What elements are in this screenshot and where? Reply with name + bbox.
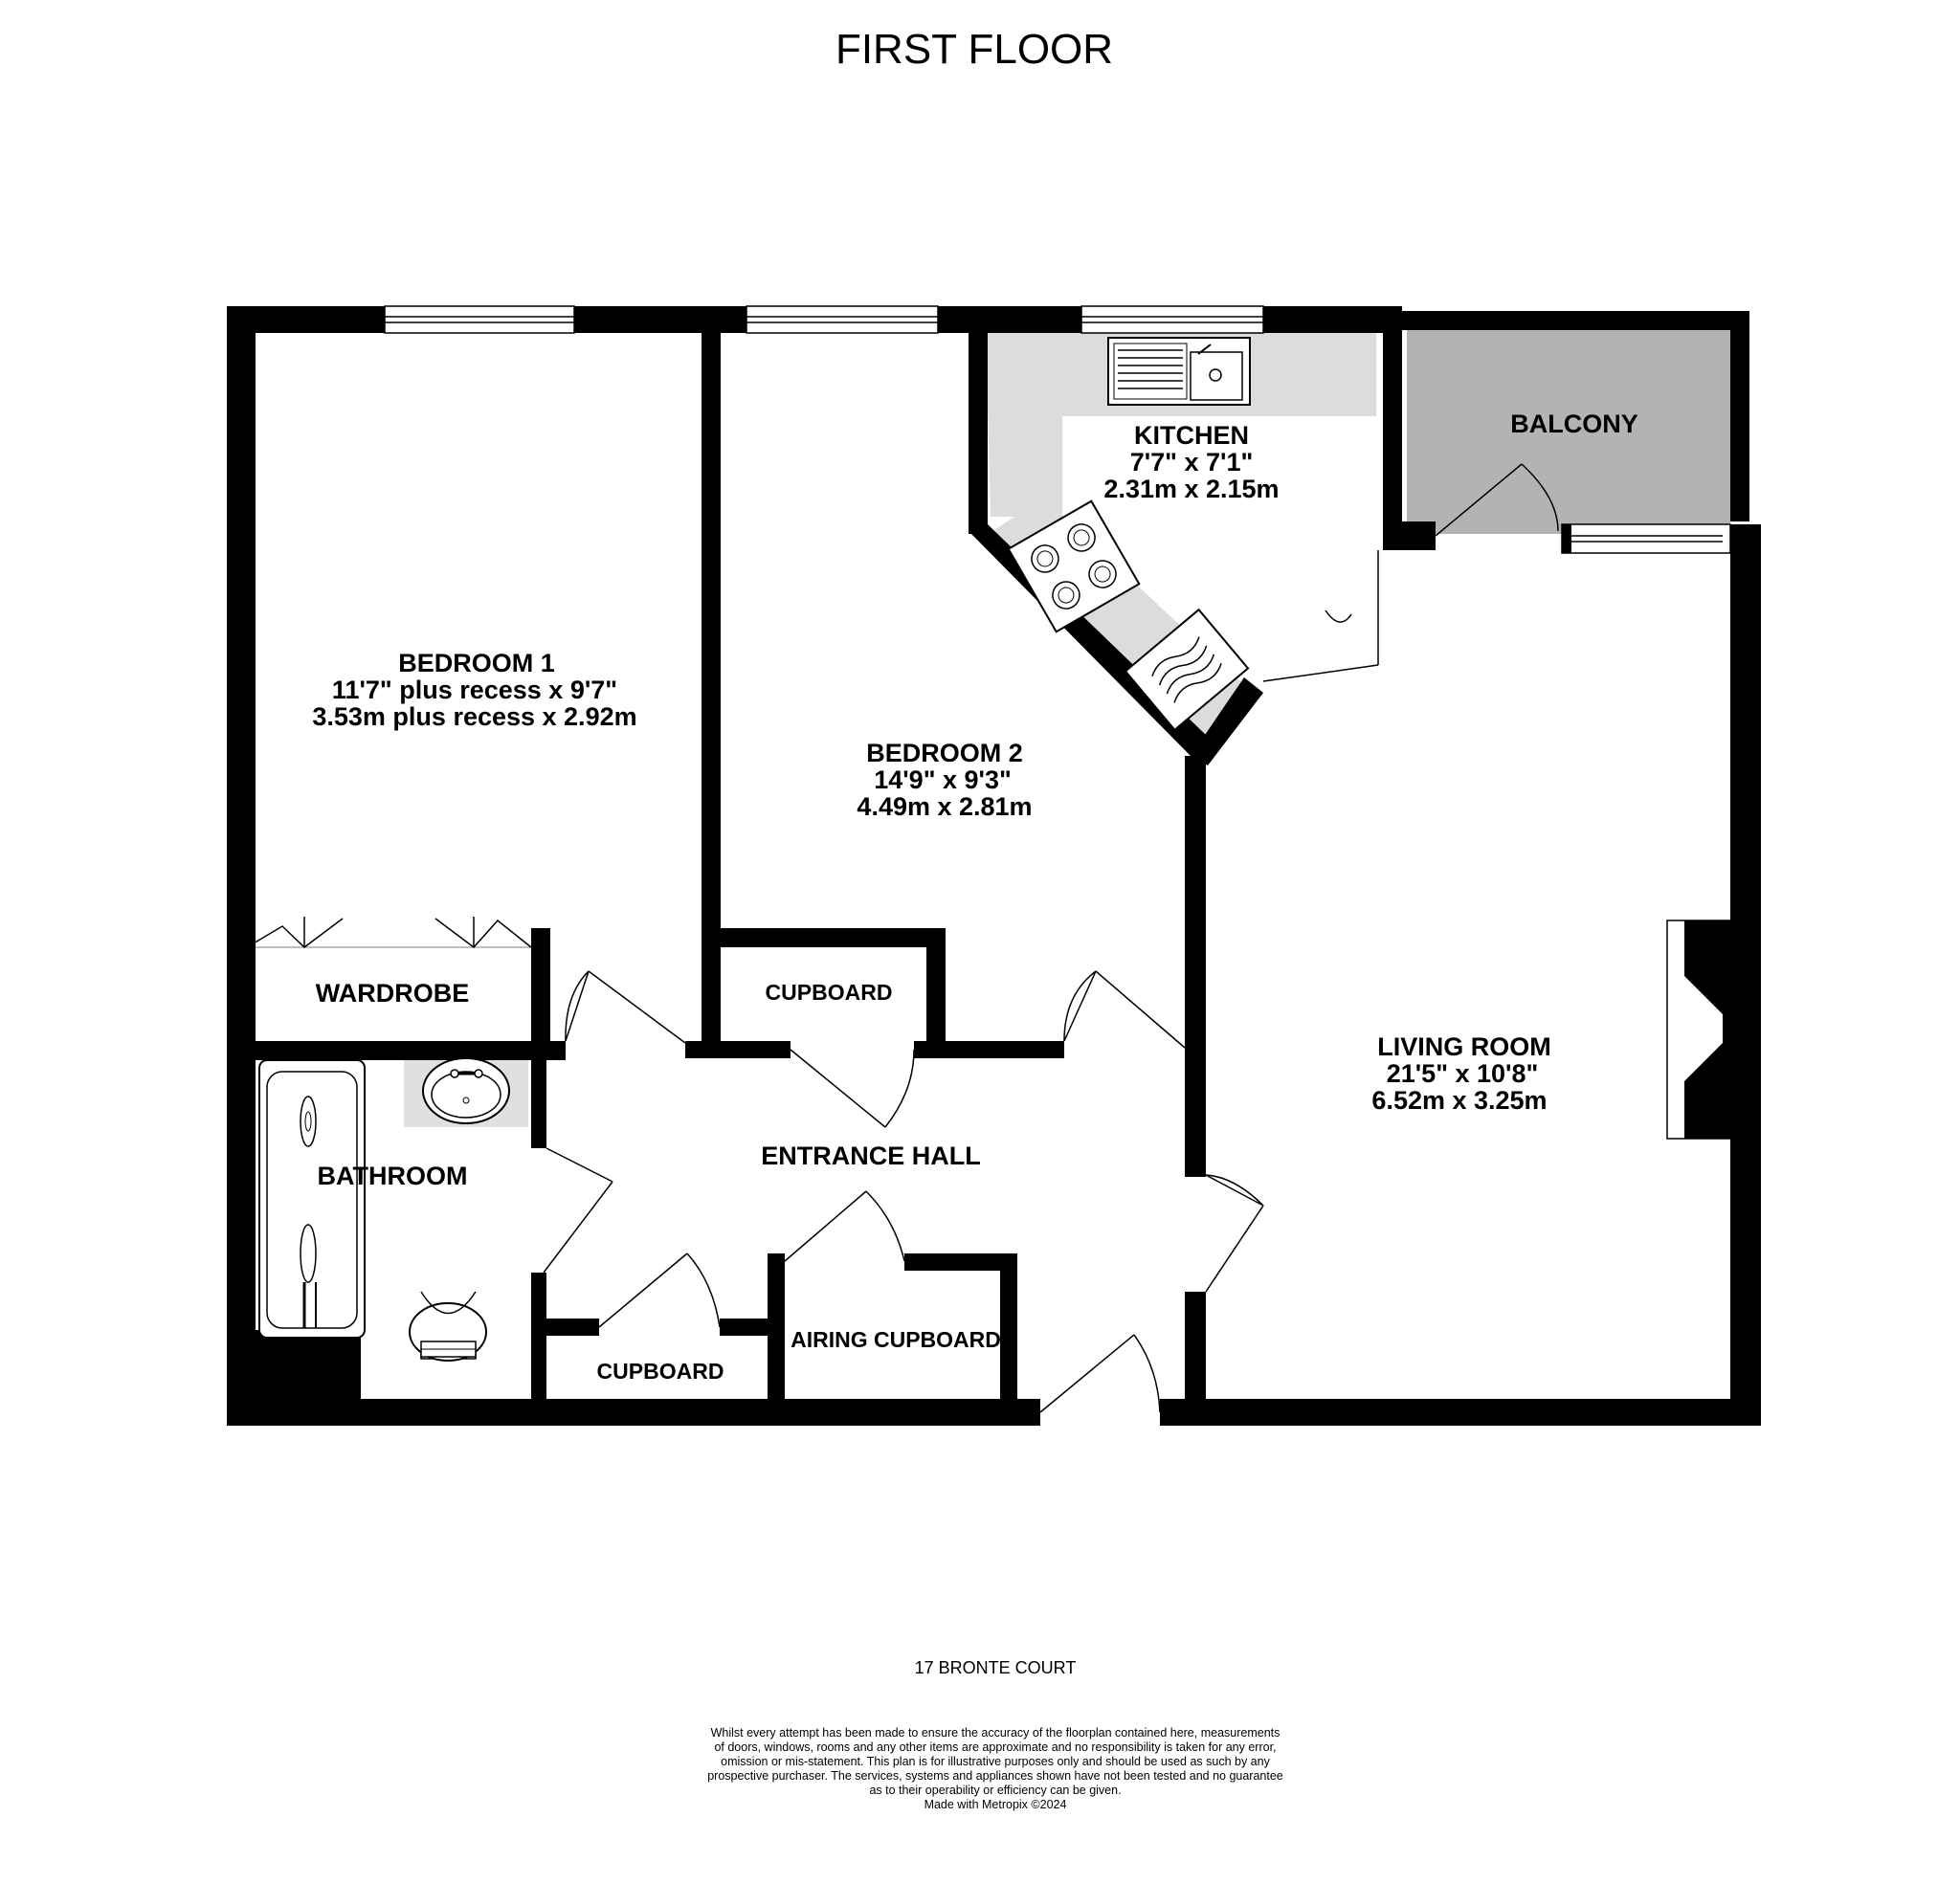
windows xyxy=(384,305,1731,554)
disclaimer-credit: Made with Metropix ©2024 xyxy=(924,1798,1067,1811)
hob-icon xyxy=(1007,499,1141,633)
window-kitchen xyxy=(1080,305,1264,334)
disclaimer-line: prospective purchaser. The services, sys… xyxy=(707,1769,1283,1783)
room-name-wardrobe: WARDROBE xyxy=(316,979,470,1008)
room-dim-metric-bedroom1: 3.53m plus recess x 2.92m xyxy=(312,702,636,731)
room-name-entrance-hall: ENTRANCE HALL xyxy=(761,1141,981,1170)
room-dim-metric-living-room: 6.52m x 3.25m xyxy=(1371,1086,1547,1115)
toilet-icon xyxy=(409,1291,487,1362)
room-labels: BEDROOM 1 11'7" plus recess x 9'7" 3.53m… xyxy=(312,410,1637,1384)
room-dim-imperial-bedroom1: 11'7" plus recess x 9'7" xyxy=(332,676,617,704)
room-name-balcony: BALCONY xyxy=(1510,410,1638,438)
window-living-room xyxy=(1561,523,1731,554)
balcony-floor xyxy=(1407,330,1730,534)
wardrobe-doors xyxy=(246,917,532,949)
disclaimer-line: omission or mis-statement. This plan is … xyxy=(721,1755,1270,1768)
window-bedroom1 xyxy=(384,305,575,334)
room-dim-metric-bedroom2: 4.49m x 2.81m xyxy=(857,792,1032,821)
room-name-bedroom1: BEDROOM 1 xyxy=(398,649,555,677)
room-dim-imperial-kitchen: 7'7" x 7'1" xyxy=(1130,448,1254,477)
disclaimer-line: as to their operability or efficiency ca… xyxy=(869,1784,1121,1797)
walls xyxy=(227,306,1761,1426)
room-name-bedroom2: BEDROOM 2 xyxy=(866,739,1023,767)
bath-icon xyxy=(258,1059,366,1339)
room-name-cupboard-top: CUPBOARD xyxy=(766,980,893,1005)
property-address: 17 BRONTE COURT xyxy=(915,1658,1077,1677)
kitchen-sink-icon xyxy=(1107,337,1251,406)
fireplace-icon xyxy=(1666,920,1731,1140)
disclaimer-line: Whilst every attempt has been made to en… xyxy=(711,1726,1281,1740)
room-dim-metric-kitchen: 2.31m x 2.15m xyxy=(1103,475,1279,503)
room-dim-imperial-bedroom2: 14'9" x 9'3" xyxy=(874,765,1012,794)
doors xyxy=(543,463,1559,1413)
room-name-airing-cupboard: AIRING CUPBOARD xyxy=(791,1327,1001,1352)
room-name-cupboard-bottom: CUPBOARD xyxy=(597,1359,724,1384)
room-name-bathroom: BATHROOM xyxy=(318,1162,468,1190)
room-name-living-room: LIVING ROOM xyxy=(1377,1032,1551,1061)
window-bedroom2 xyxy=(746,305,939,334)
microwave-icon xyxy=(1124,608,1250,732)
room-dim-imperial-living-room: 21'5" x 10'8" xyxy=(1387,1059,1539,1088)
floor-title: FIRST FLOOR xyxy=(835,26,1113,73)
disclaimer: Whilst every attempt has been made to en… xyxy=(707,1726,1283,1811)
basin-icon xyxy=(422,1057,510,1124)
disclaimer-line: of doors, windows, rooms and any other i… xyxy=(714,1740,1276,1754)
room-name-kitchen: KITCHEN xyxy=(1134,421,1249,450)
